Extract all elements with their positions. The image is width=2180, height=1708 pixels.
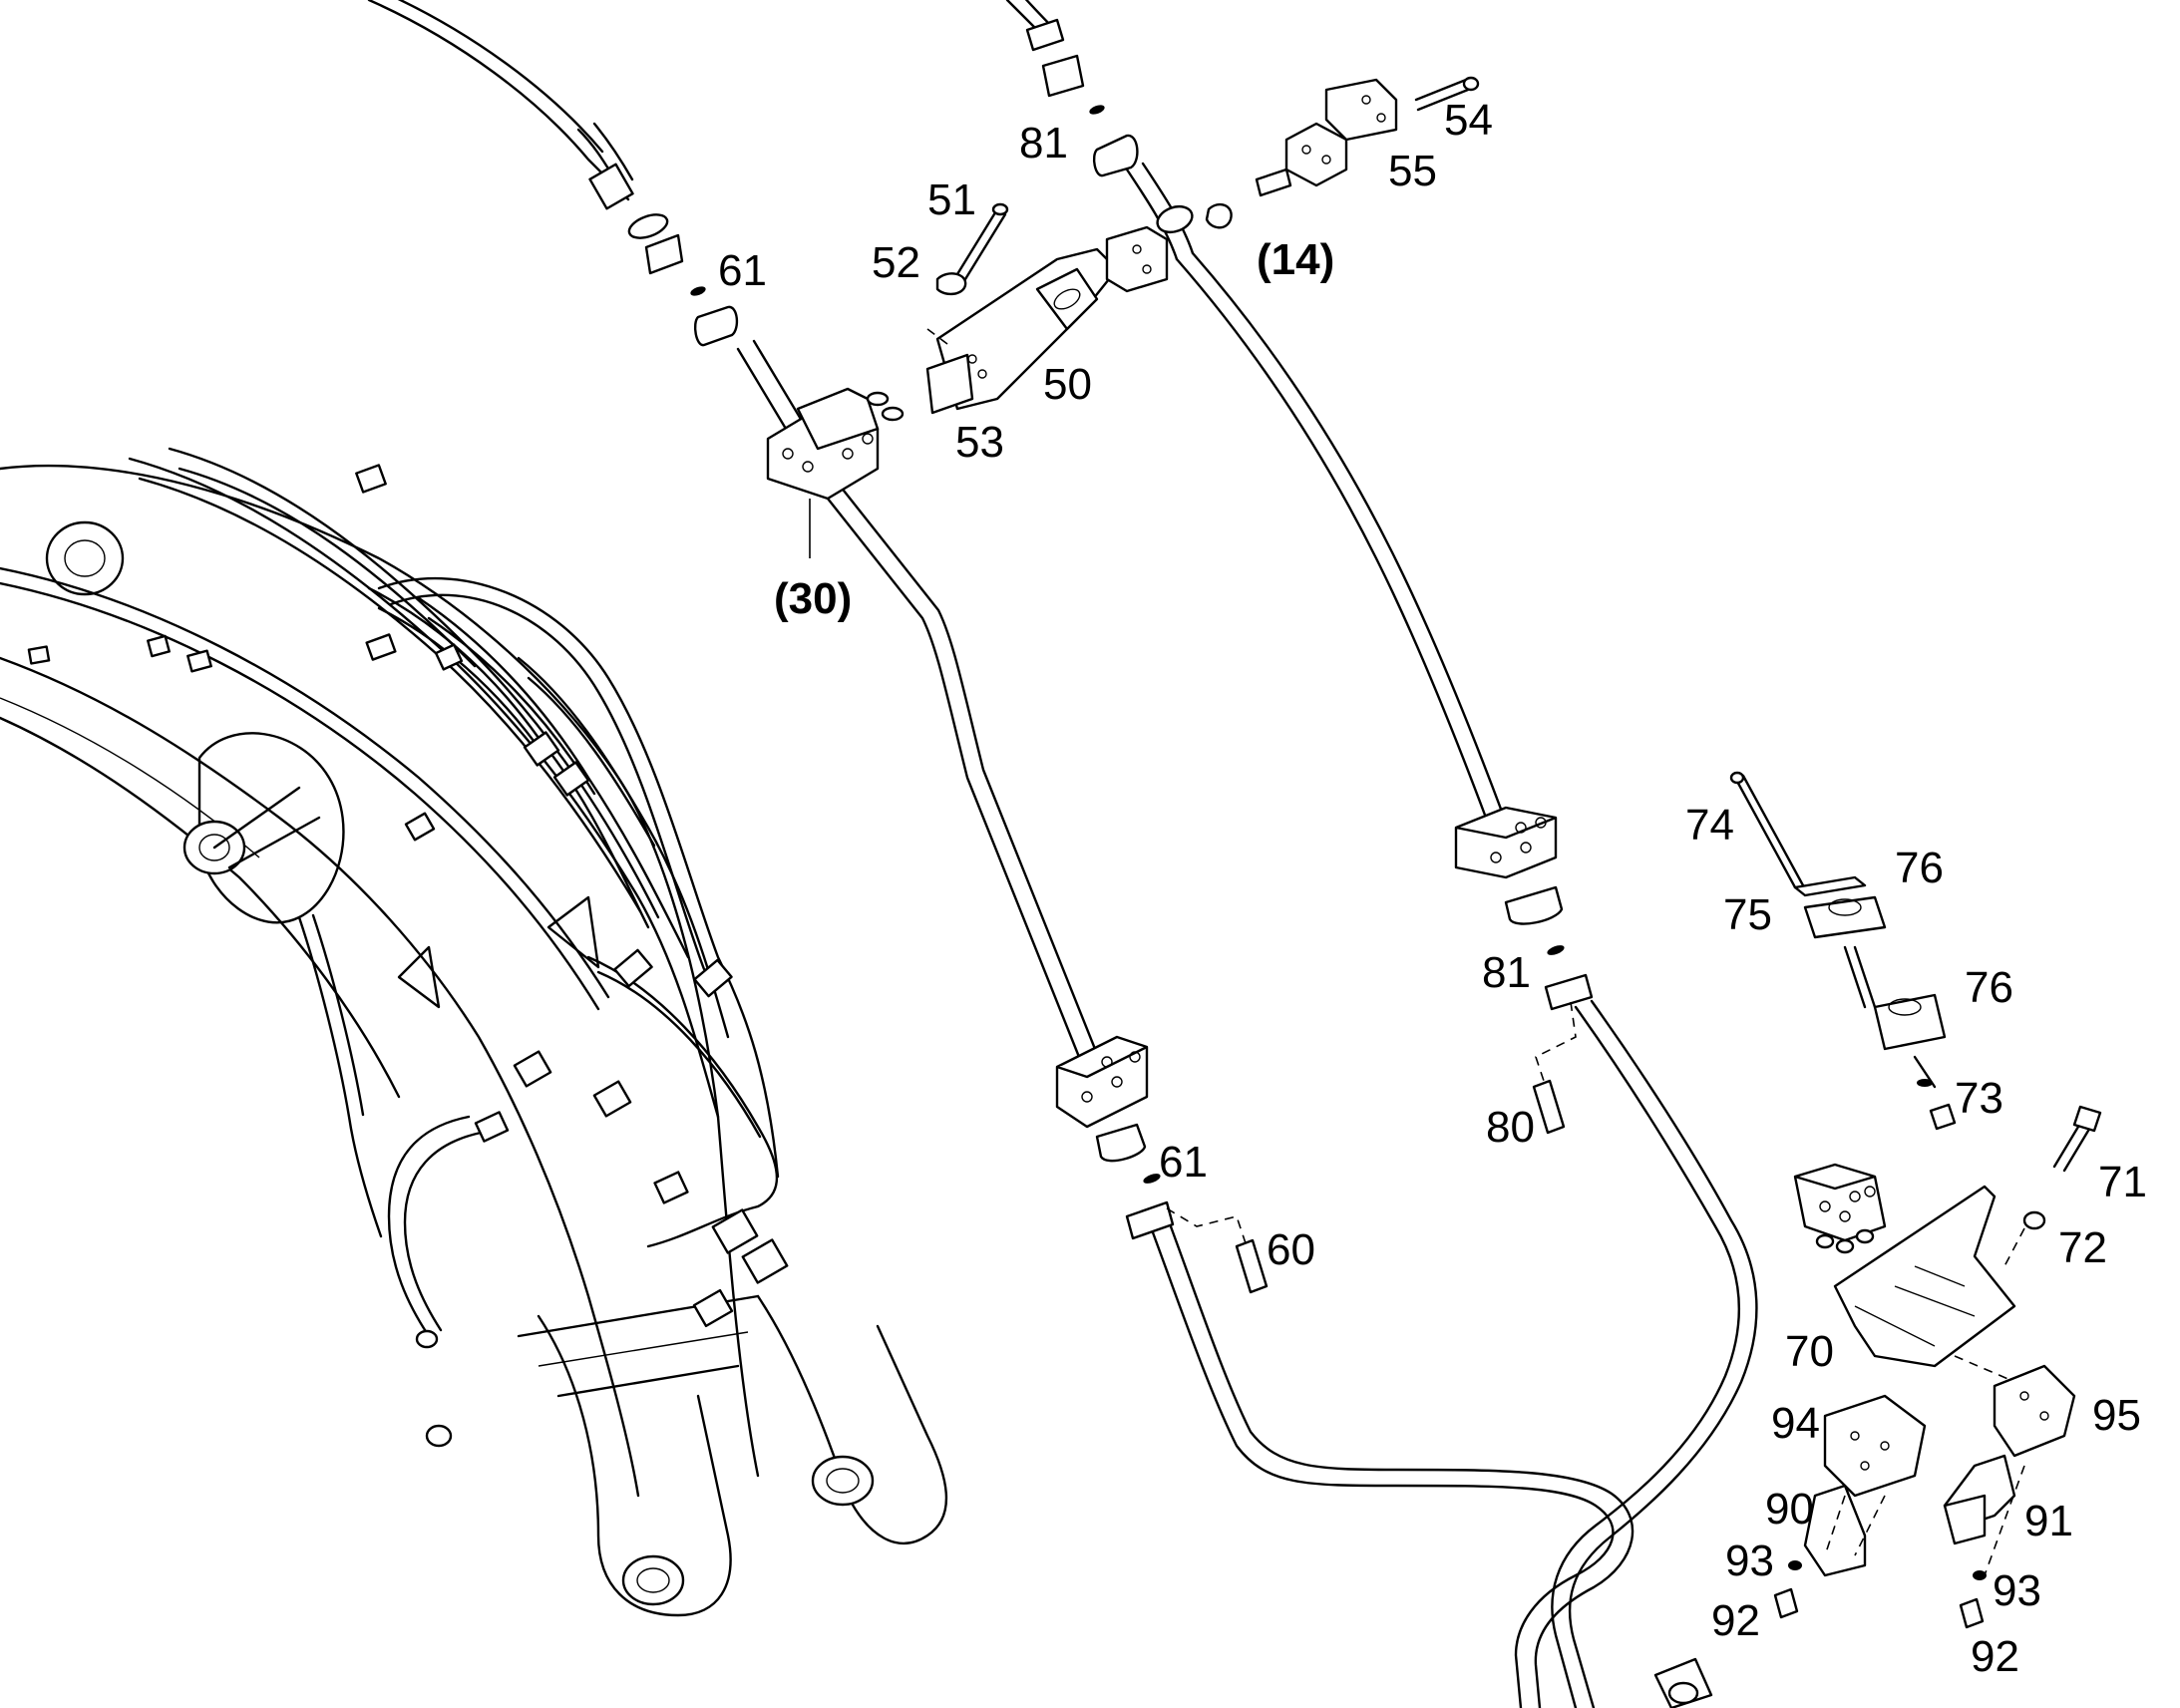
right-pipe-line (1005, 0, 1758, 1708)
callout-60: 60 (1267, 1225, 1315, 1274)
callout-81-top: 81 (1019, 119, 1068, 168)
callout-92-left: 92 (1711, 1596, 1760, 1645)
callout-76-lower: 76 (1965, 963, 2013, 1012)
bracket-50 (925, 202, 1169, 415)
clamp-stack (1729, 771, 1957, 1131)
callout-labels: 81 54 55 51 52 61 (14) 50 53 (30) 74 76 … (718, 96, 2147, 1681)
callout-76-top: 76 (1895, 844, 1944, 892)
callout-54: 54 (1444, 96, 1493, 145)
callout-61-top: 61 (718, 246, 767, 295)
callout-30: (30) (774, 574, 852, 623)
callout-52: 52 (872, 238, 920, 287)
callout-93-left: 93 (1725, 1537, 1774, 1585)
callout-72: 72 (2058, 1223, 2107, 1272)
callout-93-right: 93 (1993, 1566, 2041, 1615)
callout-81-right: 81 (1482, 948, 1531, 997)
callout-94: 94 (1771, 1399, 1820, 1448)
mount-plate-70 (1773, 1105, 2102, 1629)
callout-70: 70 (1785, 1327, 1834, 1376)
clamp-55 (1205, 76, 1480, 229)
callout-75: 75 (1723, 890, 1772, 939)
left-pipe-line (576, 122, 1635, 1708)
callout-53: 53 (955, 418, 1004, 467)
callout-74: 74 (1685, 801, 1734, 850)
callout-71: 71 (2098, 1158, 2147, 1206)
callout-92-right: 92 (1971, 1632, 2019, 1681)
callout-95: 95 (2092, 1391, 2141, 1440)
callout-80: 80 (1486, 1103, 1535, 1152)
callout-50: 50 (1043, 360, 1092, 409)
callout-73: 73 (1955, 1074, 2003, 1123)
callout-51: 51 (927, 175, 976, 224)
boom-arm-assembly (0, 0, 948, 1617)
callout-14: (14) (1257, 235, 1334, 284)
callout-61-lower: 61 (1159, 1138, 1208, 1187)
callout-55: 55 (1388, 147, 1437, 195)
callout-91: 91 (2024, 1497, 2073, 1545)
callout-90: 90 (1765, 1485, 1814, 1534)
